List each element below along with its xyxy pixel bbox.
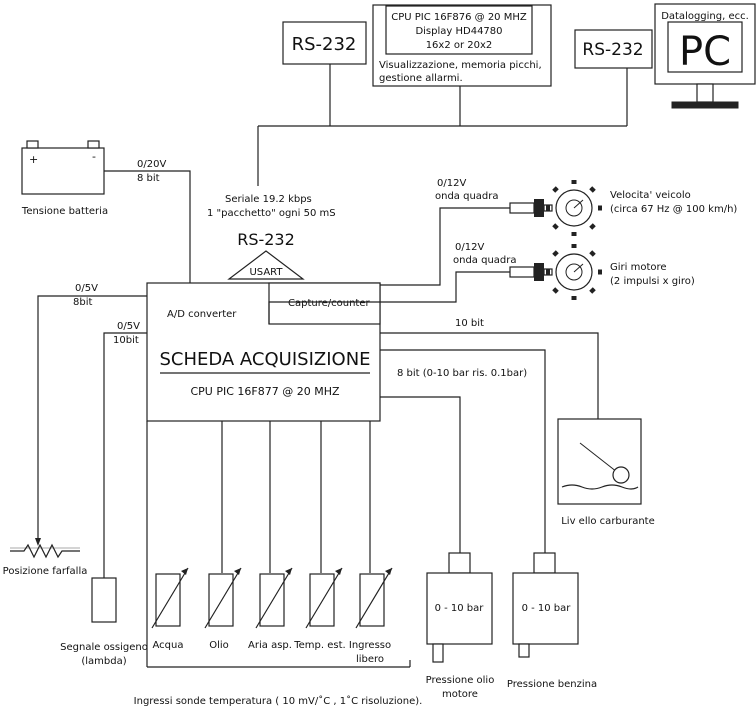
oil-pressure-caption: Pressione olio [426,675,495,686]
battery-range: 0/20V [137,159,166,170]
throttle-range: 0/5V [75,283,98,294]
throttle-caption: Posizione farfalla [3,566,88,577]
rpm-signal-range: 0/12V [455,242,484,253]
temp-sensor-external: Temp. est. [293,567,346,651]
speed-signal-range: 0/12V [437,178,466,189]
battery-caption: Tensione batteria [21,206,108,217]
temp-sensor-free-input-label-2: libero [356,654,384,665]
battery-minus-sign: - [92,150,96,163]
oxygen-caption: Segnale ossigeno [60,642,148,653]
serial-bus [257,64,628,186]
display-board: CPU PIC 16F876 @ 20 MHZ Display HD44780 … [372,4,552,87]
serial-annotation: Seriale 19.2 kbps 1 "pacchetto" ogni 50 … [207,194,336,280]
fuel-pressure-range: 0 - 10 bar [522,603,572,614]
display-cpu-label: CPU PIC 16F876 @ 20 MHZ [391,12,527,23]
temp-sensor-water: Acqua [151,567,189,651]
oil-pressure-range: 0 - 10 bar [435,603,485,614]
temp-sensor-external-label: Temp. est. [293,640,345,651]
fuel-level-sensor: 10 bit Liv ello carburante [380,318,655,527]
speed-label: Velocita' veicolo [610,190,691,201]
temp-sensor-water-label: Acqua [153,640,184,651]
fuel-pressure-sensor: 0 - 10 bar Pressione benzina [507,552,597,690]
serial-packet-rate: 1 "pacchetto" ogni 50 mS [207,208,336,219]
battery: + - Tensione batteria 0/20V 8 bit [21,140,191,283]
serial-rs232-label: RS-232 [237,230,295,249]
oxygen-caption-lambda: (lambda) [81,656,126,667]
board-title: SCHEDA ACQUISIZIONE [159,349,370,370]
temperature-sensors: Acqua Olio Aria asp. Temp. est. Ingresso… [134,421,423,707]
fuel-level-bits: 10 bit [455,318,484,329]
board-cpu: CPU PIC 16F877 @ 20 MHZ [190,385,339,398]
speed-signal-type: onda quadra [435,191,499,202]
pc-label: PC [679,29,731,75]
rpm-signal-type: onda quadra [453,255,517,266]
temp-sensor-intake-air-label: Aria asp. [248,640,292,651]
rs232-right-label: RS-232 [582,40,643,60]
oxygen-sensor: 0/5V 10bit Segnale ossigeno (lambda) [60,321,148,667]
fuel-pressure-caption: Pressione benzina [507,679,597,690]
rpm-gear-icon [546,244,602,300]
display-function-note: Visualizzazione, memoria picchi, [379,60,542,71]
adc-label: A/D converter [167,309,237,320]
speed-frequency: (circa 67 Hz @ 100 km/h) [610,204,737,215]
display-controller-label: Display HD44780 [415,26,502,37]
temp-sensor-intake-air: Aria asp. [248,567,293,651]
temp-sensor-oil-label: Olio [209,640,229,651]
oxygen-range: 0/5V [117,321,140,332]
usart-label: USART [249,267,283,278]
temp-sensor-free-input-label: Ingresso [349,640,391,651]
rpm-label: Giri motore [610,262,667,273]
battery-plus-sign: + [29,153,38,166]
rpm-pulses: (2 impulsi x giro) [610,276,695,287]
oxygen-bits: 10bit [113,335,139,346]
speed-gear-icon [546,180,602,236]
throttle-bits: 8bit [73,297,92,308]
pc-caption: Datalogging, ecc. [661,11,749,22]
pressure-bits: 8 bit (0-10 bar ris. 0.1bar) [397,368,527,379]
rs232-left-box: RS-232 [282,21,367,65]
display-size-label: 16x2 or 20x2 [426,40,493,51]
rs232-left-label: RS-232 [292,34,357,55]
temp-sensor-free-input: Ingresso libero [349,567,393,665]
pressure-sensors: 8 bit (0-10 bar ris. 0.1bar) [380,349,546,553]
fuel-level-caption: Liv ello carburante [561,516,655,527]
temp-sensors-caption: Ingressi sonde temperatura ( 10 mV/˚C , … [134,695,423,707]
capture-counter-label: Capture/counter [288,298,370,309]
speed-sensor: 0/12V onda quadra Velocita' veicolo (cir… [380,178,737,286]
oil-pressure-caption-engine: motore [442,689,478,700]
rs232-right-box: RS-232 [574,29,653,69]
battery-bits: 8 bit [137,173,160,184]
serial-speed: Seriale 19.2 kbps [225,194,312,205]
main-board: A/D converter Capture/counter SCHEDA ACQ… [146,282,381,422]
rpm-sensor: 0/12V onda quadra Giri motore (2 impulsi… [268,242,695,324]
throttle-sensor: 0/5V 8bit Posizione farfalla [3,283,147,577]
temp-sensor-oil: Olio [204,567,242,651]
pc-monitor: PC Datalogging, ecc. [654,3,756,109]
display-alarm-note: gestione allarmi. [379,73,463,84]
oil-pressure-sensor: 0 - 10 bar Pressione olio motore [426,552,495,700]
